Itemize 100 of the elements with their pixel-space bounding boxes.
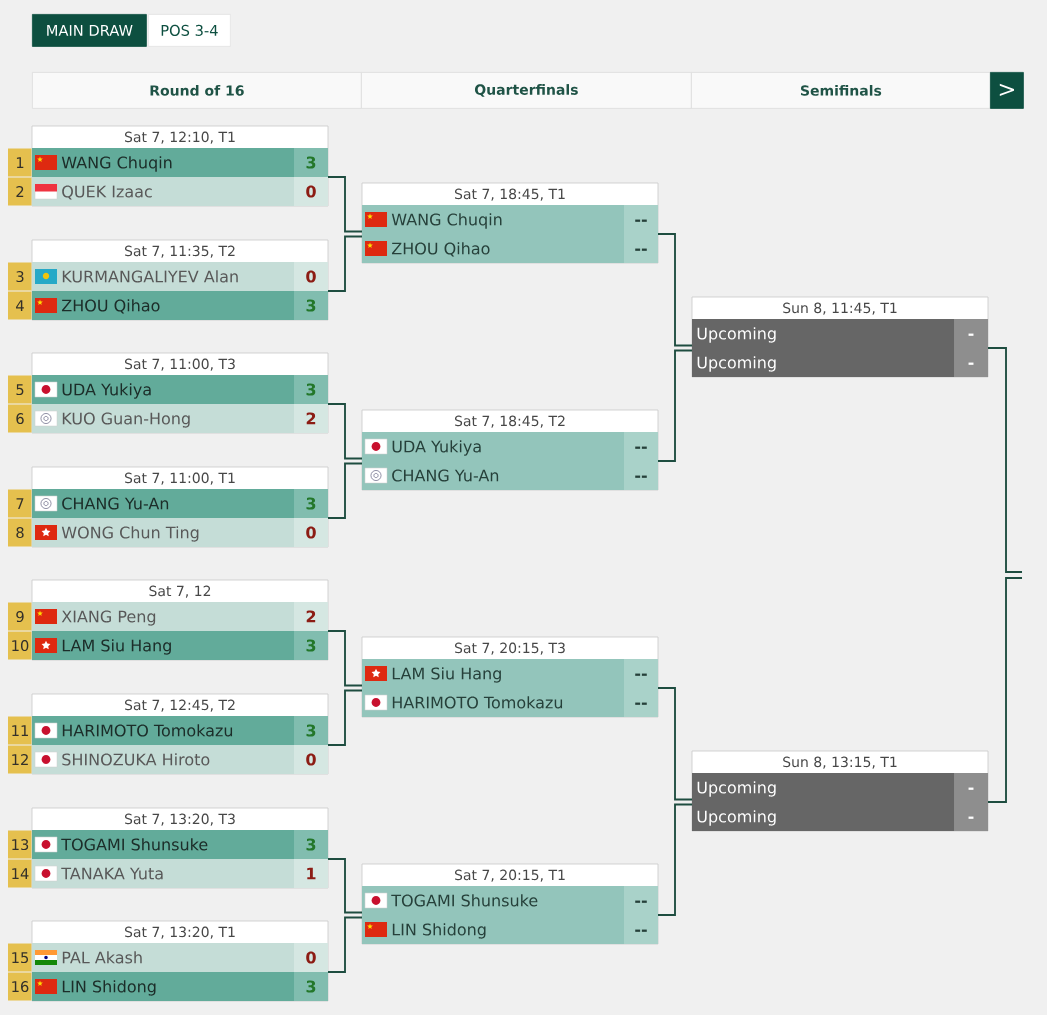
match-time: Sun 8, 13:15, T1 [783,756,897,769]
bracket-line [327,630,363,687]
player-name: XIANG Peng [61,610,156,626]
score-cell: - [954,802,988,831]
bracket-line [327,689,363,746]
score-cell: -- [624,432,658,461]
column-header: Quarterfinals [361,72,692,109]
column-header: Semifinals [691,72,991,109]
bracket-line [657,349,693,462]
tab: POS 3-4 [148,14,231,47]
score-cell: 0 [294,177,328,206]
seed-tab: 4 [8,291,32,320]
bracket-line [987,347,1023,573]
match-time: Sat 7, 12 [149,585,211,598]
bracket-line [657,687,693,801]
player-row [362,915,658,944]
player-name: TANAKA Yuta [61,867,163,880]
match-time: Sat 7, 20:15, T1 [454,869,565,882]
player-name: WONG Chun Ting [61,526,199,542]
match-time: Sat 7, 11:00, T1 [124,472,235,485]
match-time: Sat 7, 20:15, T3 [454,642,565,655]
match-time: Sat 7, 11:35, T2 [124,245,235,258]
score-cell: 3 [294,489,328,518]
seed-tab: 14 [8,859,32,888]
score-cell: 3 [294,148,328,177]
player-row [362,461,658,490]
bracket-line [327,916,363,973]
score-cell: 0 [294,518,328,547]
seed-tab: 1 [8,148,32,177]
player-name: UDA Yukiya [392,440,481,456]
player-name: HARIMOTO Tomokazu [392,696,563,709]
player-row [362,886,658,915]
player-name: WANG Chuqin [61,156,172,172]
player-name: Upcoming [697,781,776,797]
score-cell: 2 [294,404,328,433]
score-cell: 3 [294,631,328,660]
seed-tab: 3 [8,262,32,291]
score-cell: -- [624,886,658,915]
player-name: ZHOU Qihao [62,299,160,314]
score-cell: -- [624,234,658,263]
match-time: Sat 7, 12:10, T1 [124,131,235,144]
tab: MAIN DRAW [32,14,147,47]
next-button: > [990,72,1024,109]
match-time: Sat 7, 18:45, T2 [454,415,565,428]
seed-tab: 9 [8,602,32,631]
seed-tab: 13 [8,830,32,859]
seed-tab: 10 [8,631,32,660]
player-name: LAM Siu Hang [392,667,501,683]
bracket-line [327,176,363,233]
player-name: Upcoming [697,810,776,826]
match-time: Sat 7, 13:20, T1 [124,926,235,939]
bracket-line [657,803,693,916]
seed-tab: 11 [8,716,32,745]
score-cell: 0 [294,745,328,774]
seed-tab: 8 [8,518,32,547]
player-name: WANG Chuqin [391,213,502,229]
seed-tab: 2 [8,177,32,206]
player-row [362,234,658,263]
player-name: LIN Shidong [62,980,156,996]
seed-tab: 15 [8,943,32,972]
score-cell: - [954,319,988,348]
player-name: HARIMOTO Tomokazu [62,724,233,737]
player-row [362,432,658,461]
match-time: Sat 7, 18:45, T1 [454,188,565,201]
score-cell: -- [624,205,658,234]
match-time: Sun 8, 11:45, T1 [783,302,897,315]
seed-tab: 12 [8,745,32,774]
match-time: Sat 7, 11:00, T3 [124,358,235,371]
player-name: Upcoming [697,356,776,372]
player-name: KUO Guan-Hong [62,412,190,428]
seed-tab: 16 [8,972,32,1001]
score-cell: 2 [294,602,328,631]
score-cell: - [954,348,988,377]
score-cell: 0 [294,943,328,972]
score-cell: 3 [294,375,328,404]
player-row [692,773,988,802]
player-name: Upcoming [697,327,776,343]
seed-tab: 6 [8,404,32,433]
player-name: CHANG Yu-An [62,497,169,510]
bracket-line [327,235,363,292]
seed-tab: 5 [8,375,32,404]
bracket-line [657,233,693,347]
score-cell: -- [624,688,658,717]
player-row [692,348,988,377]
player-row [692,319,988,348]
player-name: ZHOU Qihao [392,242,490,257]
column-header: Round of 16 [32,72,362,109]
player-name: TOGAMI Shunsuke [61,838,208,851]
match-time: Sat 7, 12:45, T2 [124,699,235,712]
bracket-line [987,577,1023,803]
player-name: CHANG Yu-An [392,469,499,482]
player-row [692,802,988,831]
player-name: LAM Siu Hang [62,639,171,655]
player-row [362,205,658,234]
score-cell: -- [624,461,658,490]
score-cell: 3 [294,830,328,859]
score-cell: 3 [294,291,328,320]
bracket-line [327,462,363,519]
player-name: QUEK Izaac [62,185,152,200]
player-row [362,688,658,717]
